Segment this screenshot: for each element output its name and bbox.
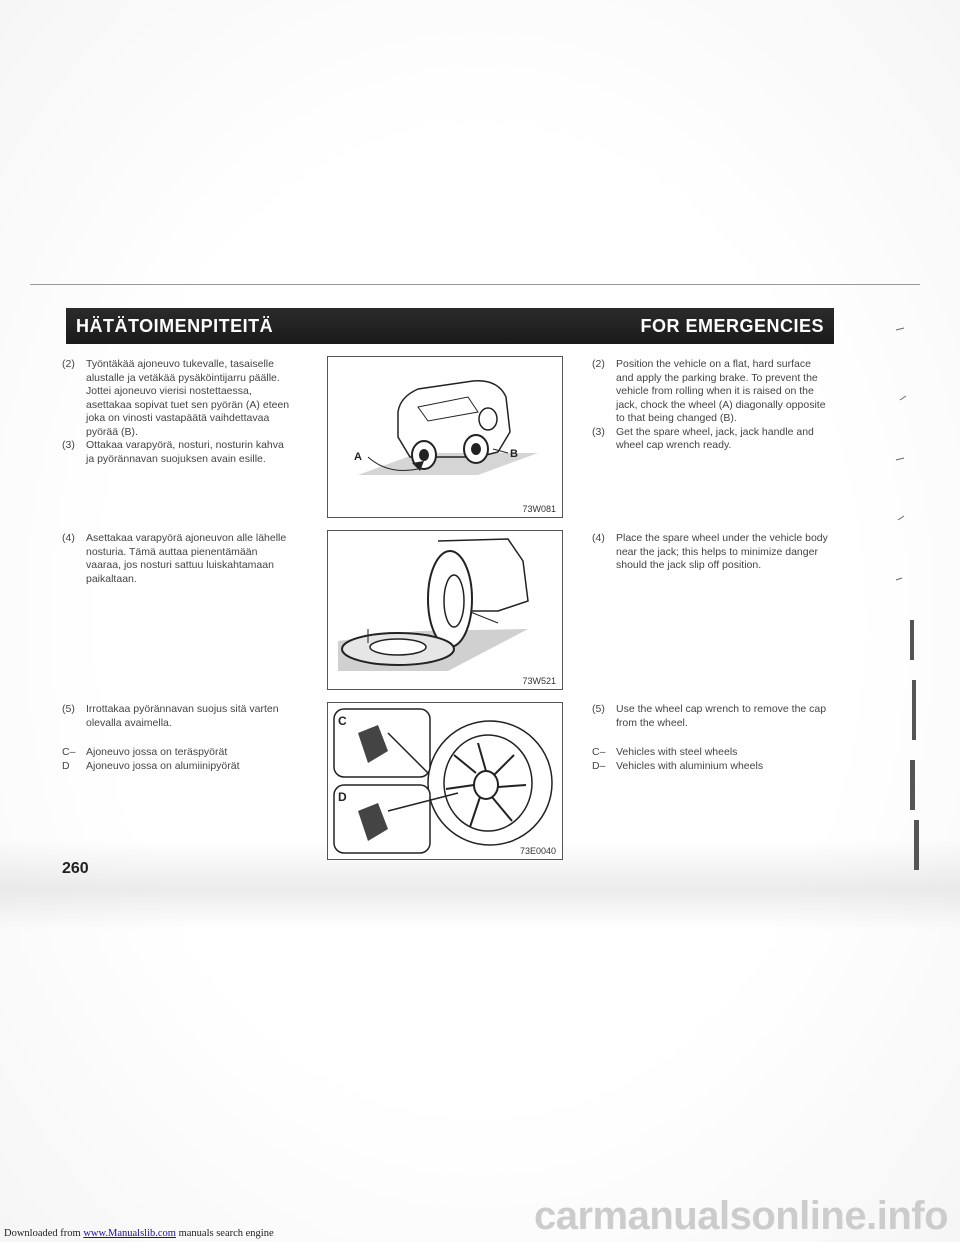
finnish-step-4: (4) Asettakaa varapyörä ajoneuvon alle l…: [62, 532, 294, 586]
note-key: D–: [592, 759, 606, 772]
top-rule: [30, 284, 920, 285]
english-note-d: D– Vehicles with aluminium wheels: [592, 760, 828, 774]
step-text: Asettakaa varapyörä ajoneuvon alle lähel…: [86, 532, 287, 585]
step-number: (5): [62, 703, 75, 715]
figure-code: 73E0040: [519, 846, 556, 856]
english-step-3: (3) Get the spare wheel, jack, jack hand…: [592, 426, 828, 453]
english-note-c: C– Vehicles with steel wheels: [592, 746, 828, 760]
note-key: C–: [62, 746, 76, 758]
step-text: Position the vehicle on a flat, hard sur…: [616, 358, 826, 424]
step-text: Get the spare wheel, jack, jack handle a…: [616, 425, 814, 452]
step-number: (4): [62, 532, 75, 544]
note-key: D: [62, 759, 70, 772]
finnish-step-3: (3) Ottakaa varapyörä, nosturi, nosturin…: [62, 439, 294, 466]
label-a: A: [354, 451, 362, 463]
step-number: (2): [62, 358, 75, 370]
note-text: Ajoneuvo jossa on alumiinipyörät: [86, 759, 240, 772]
finnish-block-2: (4) Asettakaa varapyörä ajoneuvon alle l…: [62, 532, 294, 586]
section-header: HÄTÄTOIMENPITEITÄ FOR EMERGENCIES: [66, 308, 834, 344]
finnish-note-d: D Ajoneuvo jossa on alumiinipyörät: [62, 760, 294, 774]
english-block-3: (5) Use the wheel cap wrench to remove t…: [592, 703, 828, 773]
english-step-5: (5) Use the wheel cap wrench to remove t…: [592, 703, 828, 730]
margin-scan-marks: [895, 327, 919, 870]
download-footer: Downloaded from www.Manualslib.com manua…: [4, 1228, 274, 1239]
finnish-step-2: (2) Työntäkää ajoneuvo tukevalle, tasais…: [62, 358, 294, 439]
footer-prefix: Downloaded from: [4, 1228, 84, 1239]
note-key: C–: [592, 746, 606, 758]
finnish-note-c: C– Ajoneuvo jossa on teräspyörät: [62, 746, 294, 760]
footer-suffix: manuals search engine: [175, 1228, 274, 1239]
footer-watermark: carmanualsonline.info: [533, 1194, 949, 1238]
step-number: (3): [592, 425, 605, 438]
label-b: B: [510, 448, 518, 460]
page-number: 260: [62, 860, 89, 877]
figure-code: 73W521: [522, 676, 556, 686]
english-step-4: (4) Place the spare wheel under the vehi…: [592, 532, 828, 573]
step-number: (2): [592, 358, 605, 370]
step-text: Ottakaa varapyörä, nosturi, nosturin kah…: [86, 439, 284, 465]
figure-wheel-cap-wrench: C D 73E0040: [327, 702, 563, 860]
header-title-finnish: HÄTÄTOIMENPITEITÄ: [76, 316, 274, 336]
manualslib-link[interactable]: www.Manualslib.com: [83, 1228, 176, 1239]
step-number: (3): [62, 439, 75, 451]
step-text: Työntäkää ajoneuvo tukevalle, tasaiselle…: [86, 358, 290, 438]
header-title-english: FOR EMERGENCIES: [640, 316, 824, 336]
finnish-block-1: (2) Työntäkää ajoneuvo tukevalle, tasais…: [62, 358, 294, 466]
english-block-1: (2) Position the vehicle on a flat, hard…: [592, 358, 828, 453]
vehicle-chock-illustration: A B: [354, 380, 538, 475]
step-text: Use the wheel cap wrench to remove the c…: [616, 703, 827, 729]
finnish-block-3: (5) Irrottakaa pyörännavan suojus sitä v…: [62, 703, 294, 773]
note-text: Vehicles with aluminium wheels: [616, 759, 764, 772]
note-text: Vehicles with steel wheels: [616, 746, 738, 758]
step-text: Irrottakaa pyörännavan suojus sitä varte…: [86, 703, 279, 729]
figure-vehicle-chock: A B 73W081: [327, 356, 563, 518]
figure-code: 73W081: [522, 504, 556, 514]
finnish-step-5: (5) Irrottakaa pyörännavan suojus sitä v…: [62, 703, 294, 730]
wheel-cap-illustration: C D: [333, 708, 553, 854]
step-number: (4): [592, 532, 605, 544]
english-block-2: (4) Place the spare wheel under the vehi…: [592, 532, 828, 573]
note-text: Ajoneuvo jossa on teräspyörät: [86, 746, 228, 758]
step-text: Place the spare wheel under the vehicle …: [616, 532, 828, 571]
label-d: D: [338, 790, 347, 804]
label-c: C: [338, 714, 347, 728]
spare-wheel-illustration: [338, 538, 529, 671]
english-step-2: (2) Position the vehicle on a flat, hard…: [592, 358, 828, 426]
step-number: (5): [592, 703, 605, 715]
figure-spare-under-body: 73W521: [327, 530, 563, 690]
